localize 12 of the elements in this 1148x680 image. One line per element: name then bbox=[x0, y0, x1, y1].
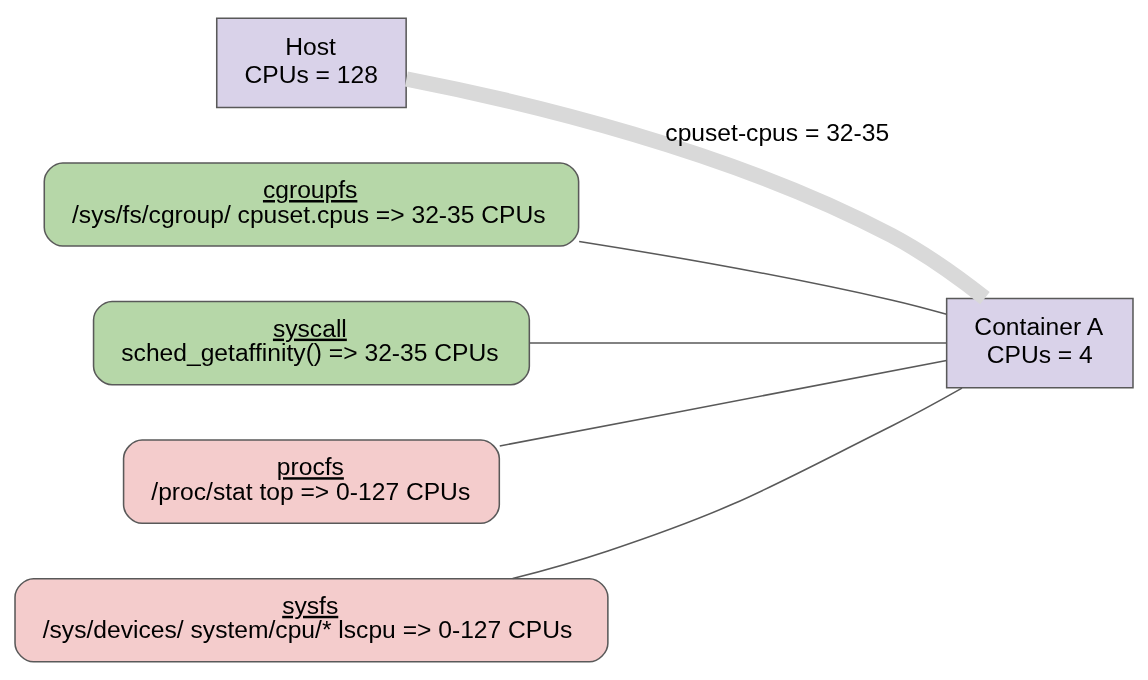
node-box: sysfs /sys/devices/ system/cpu/* lscpu => 0-127 CPUs bbox=[14, 577, 609, 663]
connector bbox=[499, 359, 948, 447]
node-box: procfs /proc/stat top => 0-127 CPUs bbox=[122, 439, 501, 524]
edge-label: cpuset-cpus = 32-35 bbox=[665, 119, 890, 147]
node-box: syscall sched_getaffinity() => 32-35 CPUs bbox=[92, 300, 531, 386]
connector bbox=[511, 387, 963, 580]
node-box: cgroupfs /sys/fs/cgroup/ cpuset.cpus => 32-35 CPUs bbox=[43, 162, 580, 247]
connector bbox=[578, 240, 948, 316]
node-box: Host CPUs = 128 bbox=[215, 17, 407, 109]
connector bbox=[528, 342, 947, 344]
node-box: Container A CPUs = 4 bbox=[945, 297, 1134, 389]
connector bbox=[404, 71, 990, 305]
